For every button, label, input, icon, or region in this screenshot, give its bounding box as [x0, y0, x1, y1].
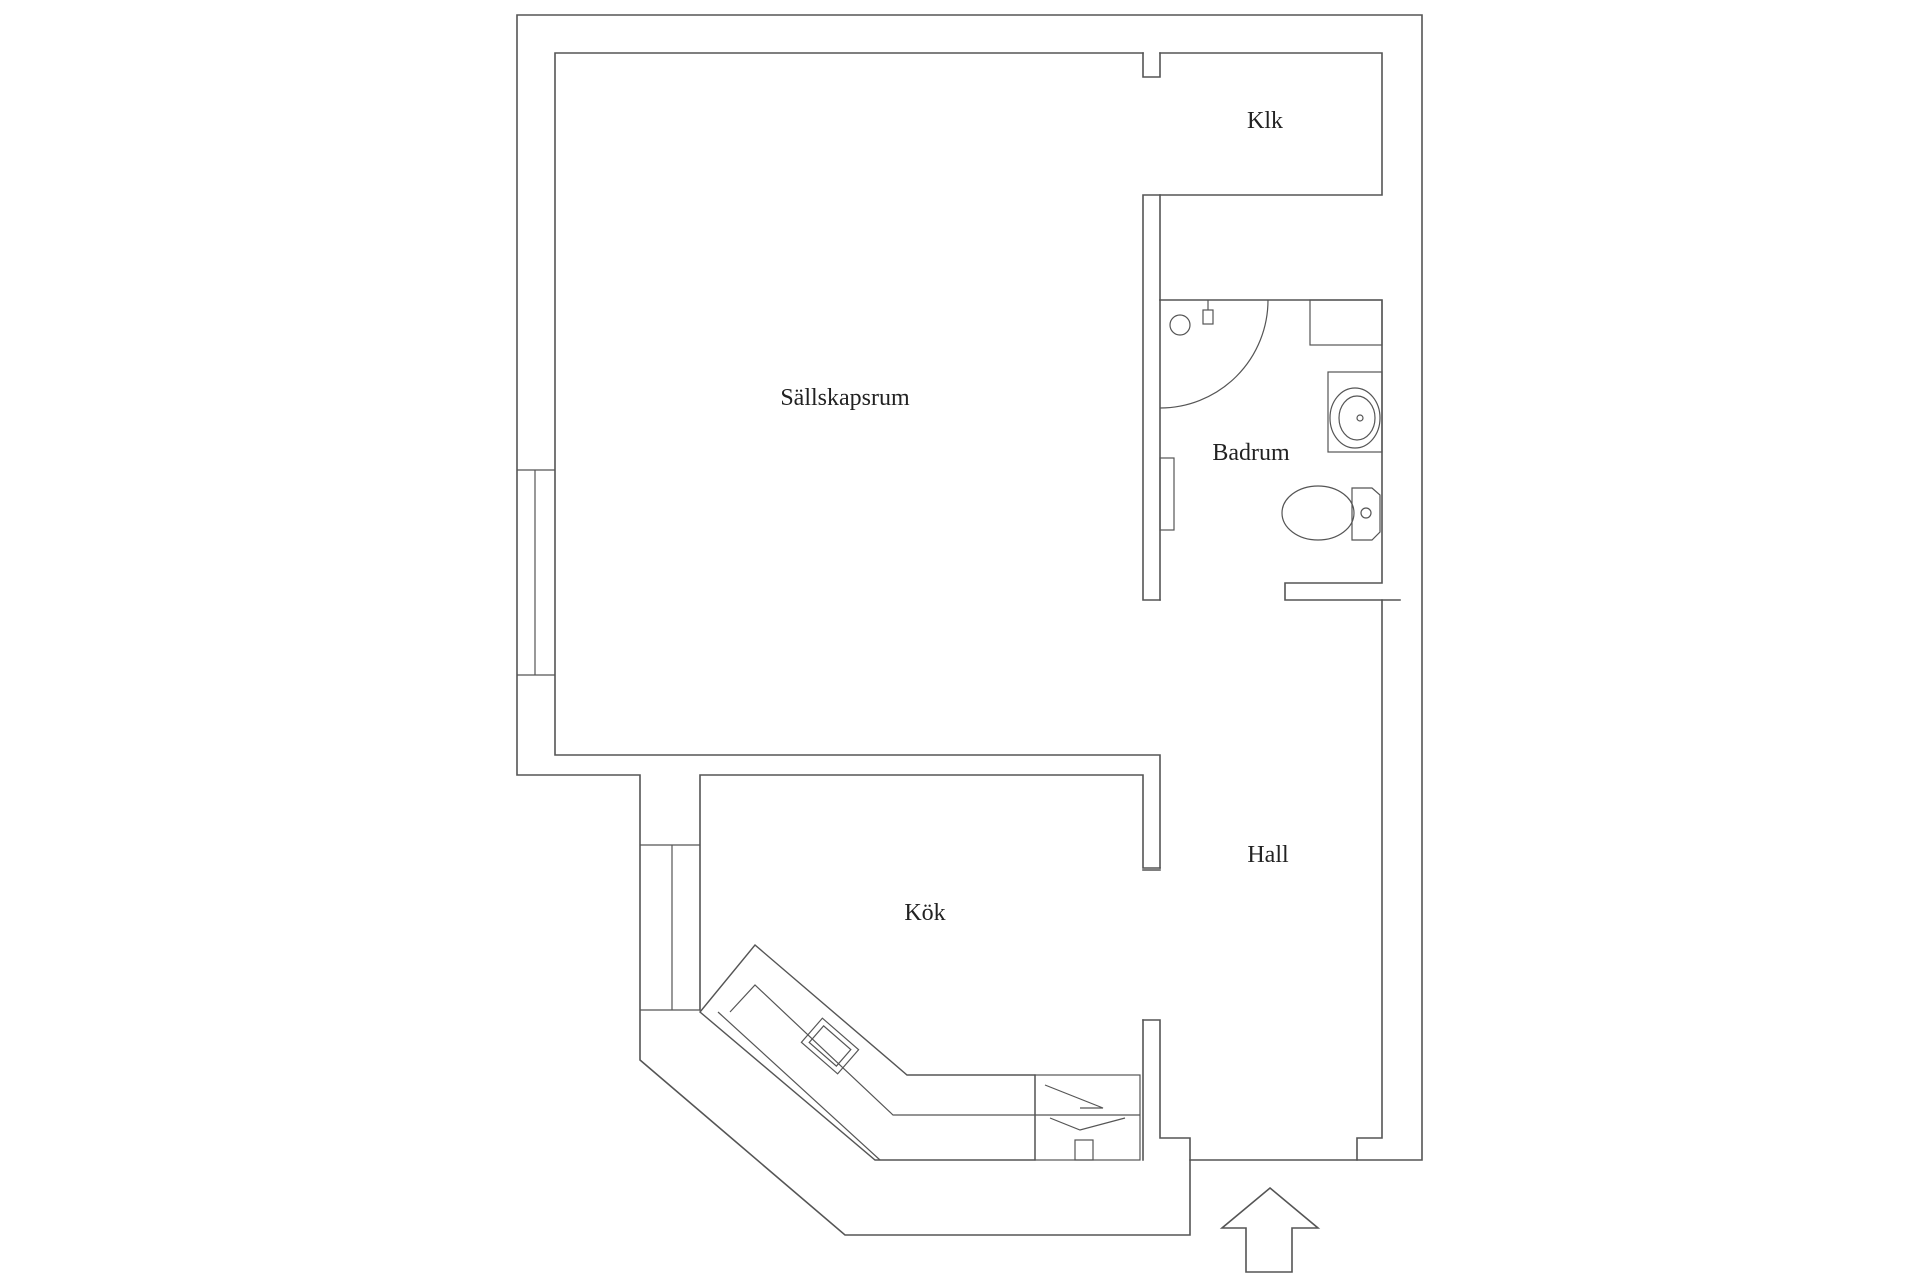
room-label-sallskapsrum: Sällskapsrum: [780, 385, 910, 411]
outer-walls: [516, 14, 1423, 1236]
kok-walls: [640, 774, 1161, 1161]
room-label-kok: Kök: [904, 900, 945, 926]
room-label-badrum: Badrum: [1212, 440, 1290, 466]
entrance-arrow-icon: [1219, 1186, 1321, 1273]
stove-icon: [1034, 1074, 1141, 1161]
toilet-icon: [1281, 485, 1381, 541]
sink-icon: [1327, 371, 1383, 453]
room-label-klk: Klk: [1247, 108, 1283, 134]
badrum-walls: [1159, 299, 1401, 601]
hall-walls: [1142, 599, 1383, 1161]
room-label-hall: Hall: [1247, 842, 1289, 868]
sallskapsrum-walls: [517, 52, 1161, 869]
shower-icon: [1159, 299, 1269, 409]
klk-walls: [1142, 52, 1383, 601]
kitchen-sink-icon: [800, 1017, 860, 1075]
